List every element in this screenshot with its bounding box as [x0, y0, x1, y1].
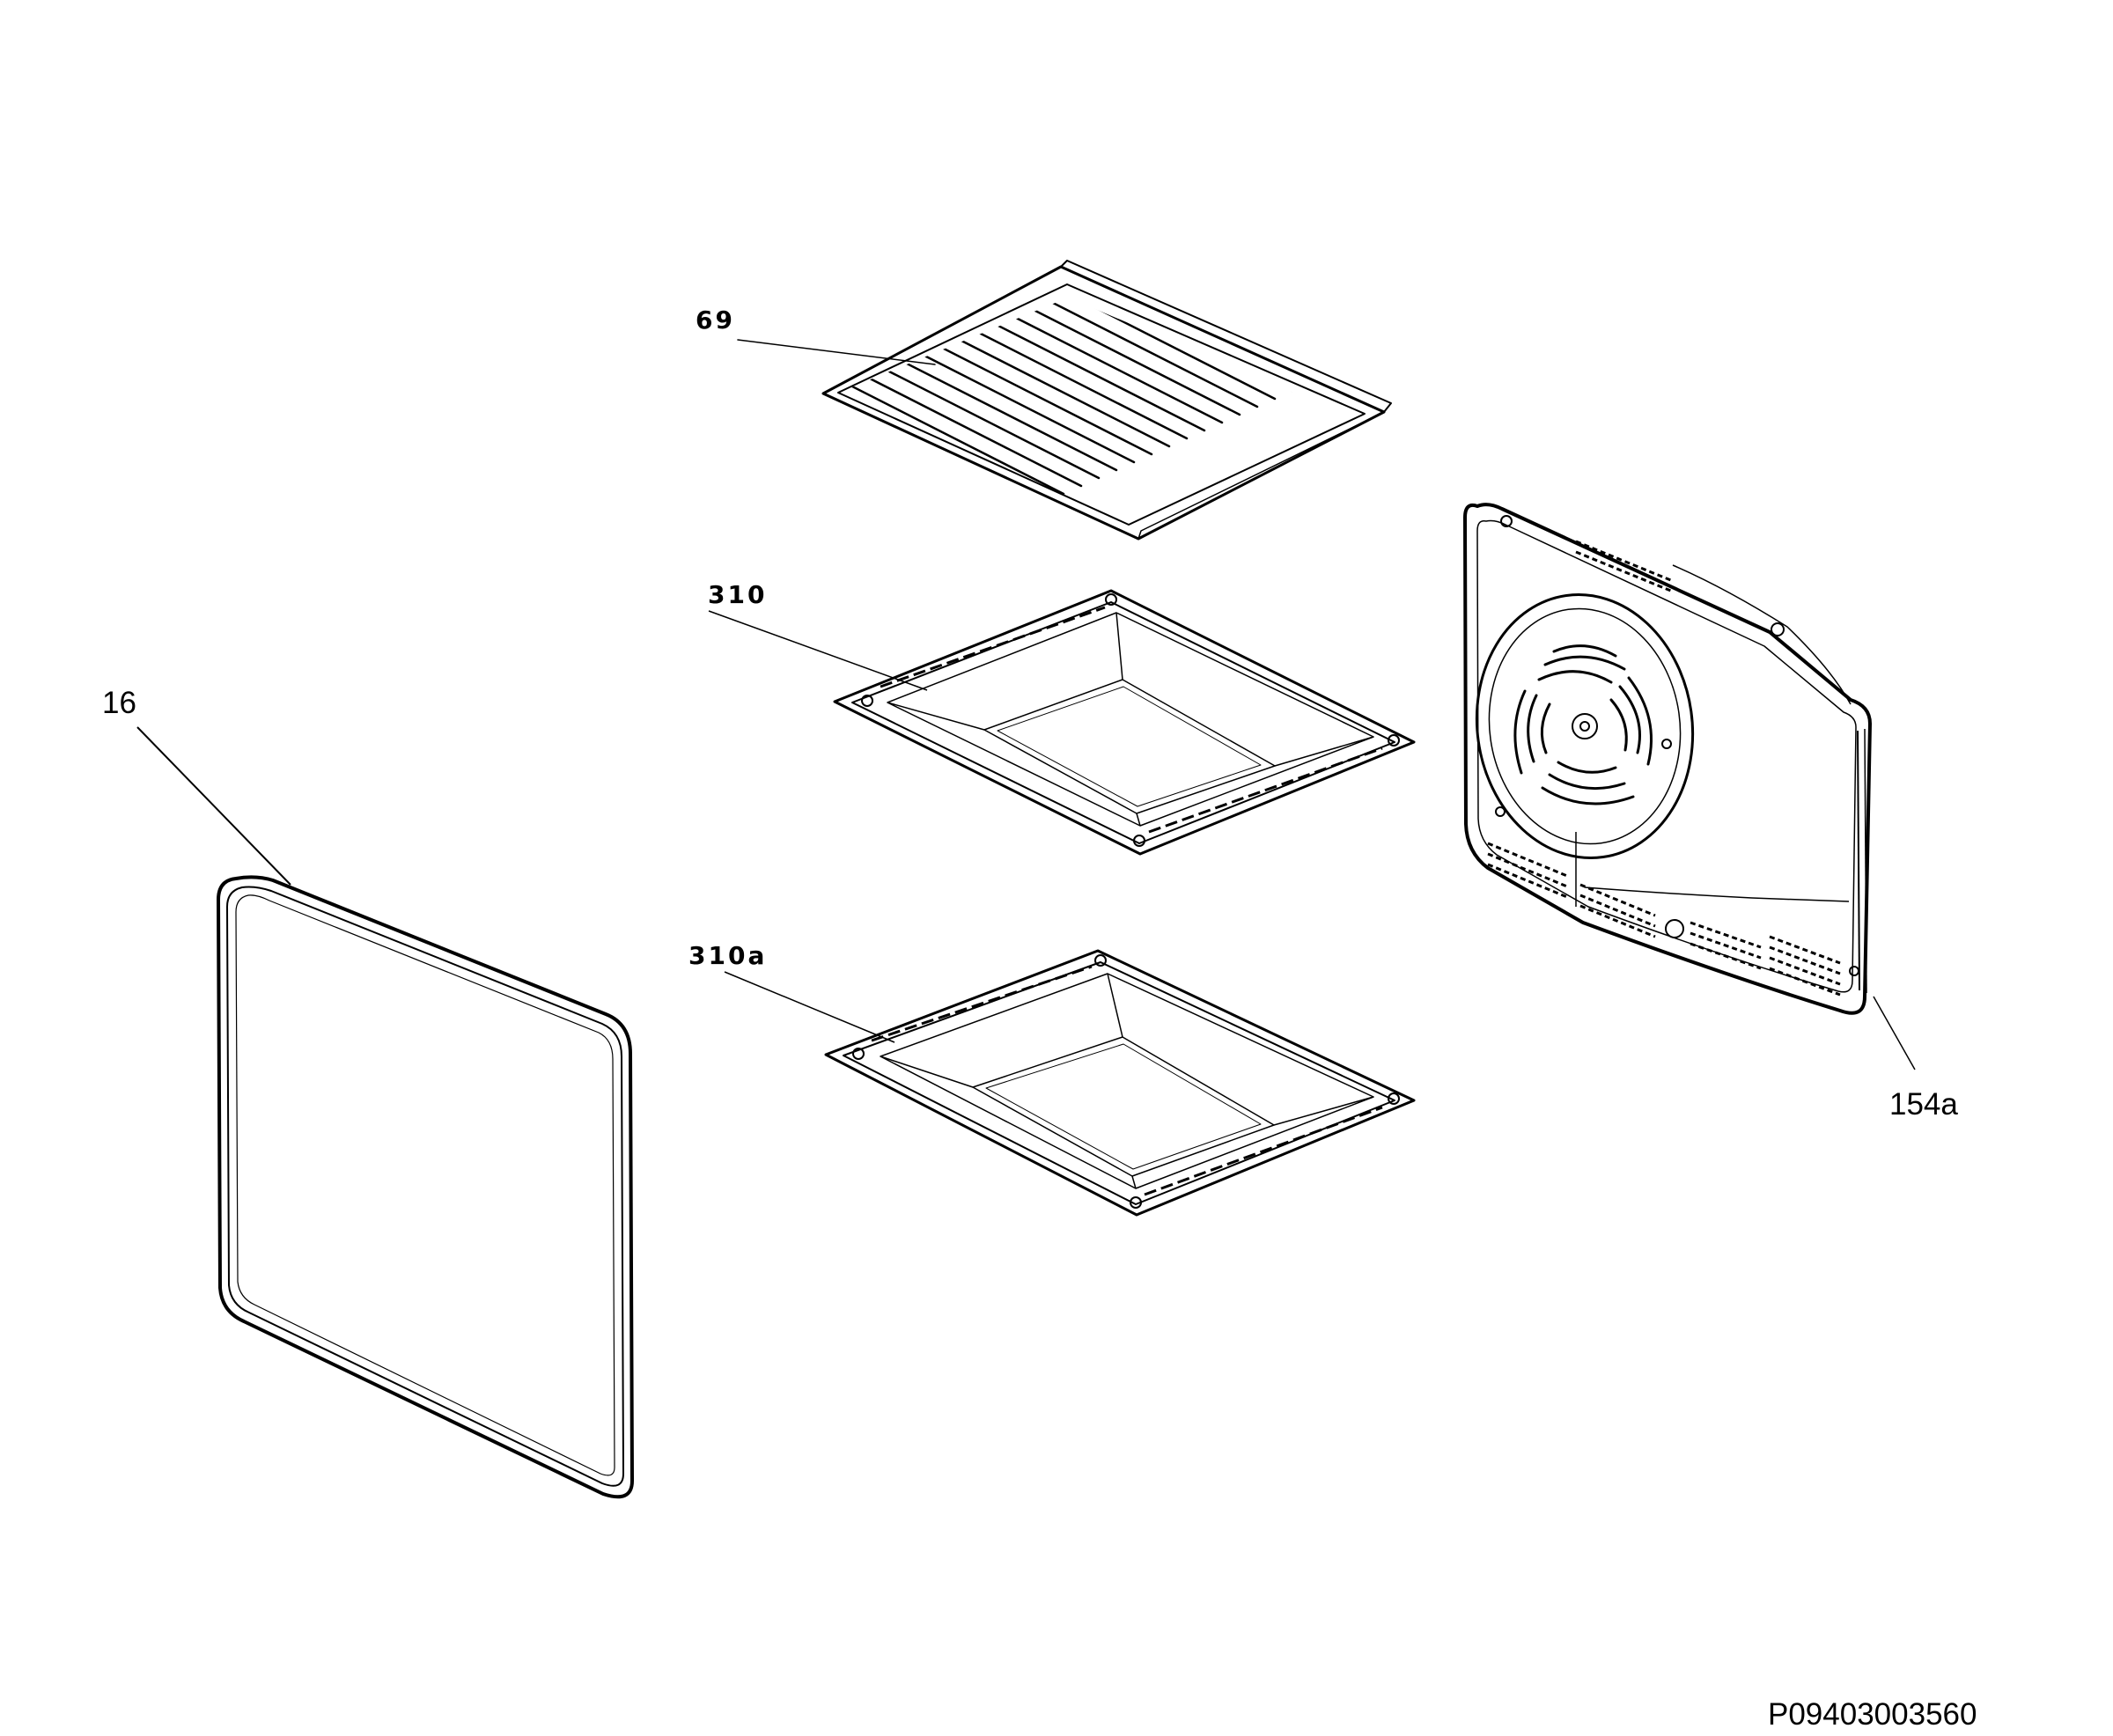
callout-310a: 310a	[688, 941, 768, 970]
callout-16: 16	[102, 686, 136, 720]
deep-tray-part	[724, 949, 1416, 1217]
fan-cover-part	[1463, 503, 1916, 1070]
callout-310: 310	[708, 580, 768, 609]
wire-shelf-part	[737, 260, 1392, 541]
drawing-code: P09403003560	[1768, 1697, 1977, 1732]
baking-tray-part	[708, 589, 1416, 856]
callout-154a: 154a	[1889, 1087, 1958, 1122]
door-seal-part	[136, 726, 634, 1499]
callout-69: 69	[696, 305, 735, 335]
